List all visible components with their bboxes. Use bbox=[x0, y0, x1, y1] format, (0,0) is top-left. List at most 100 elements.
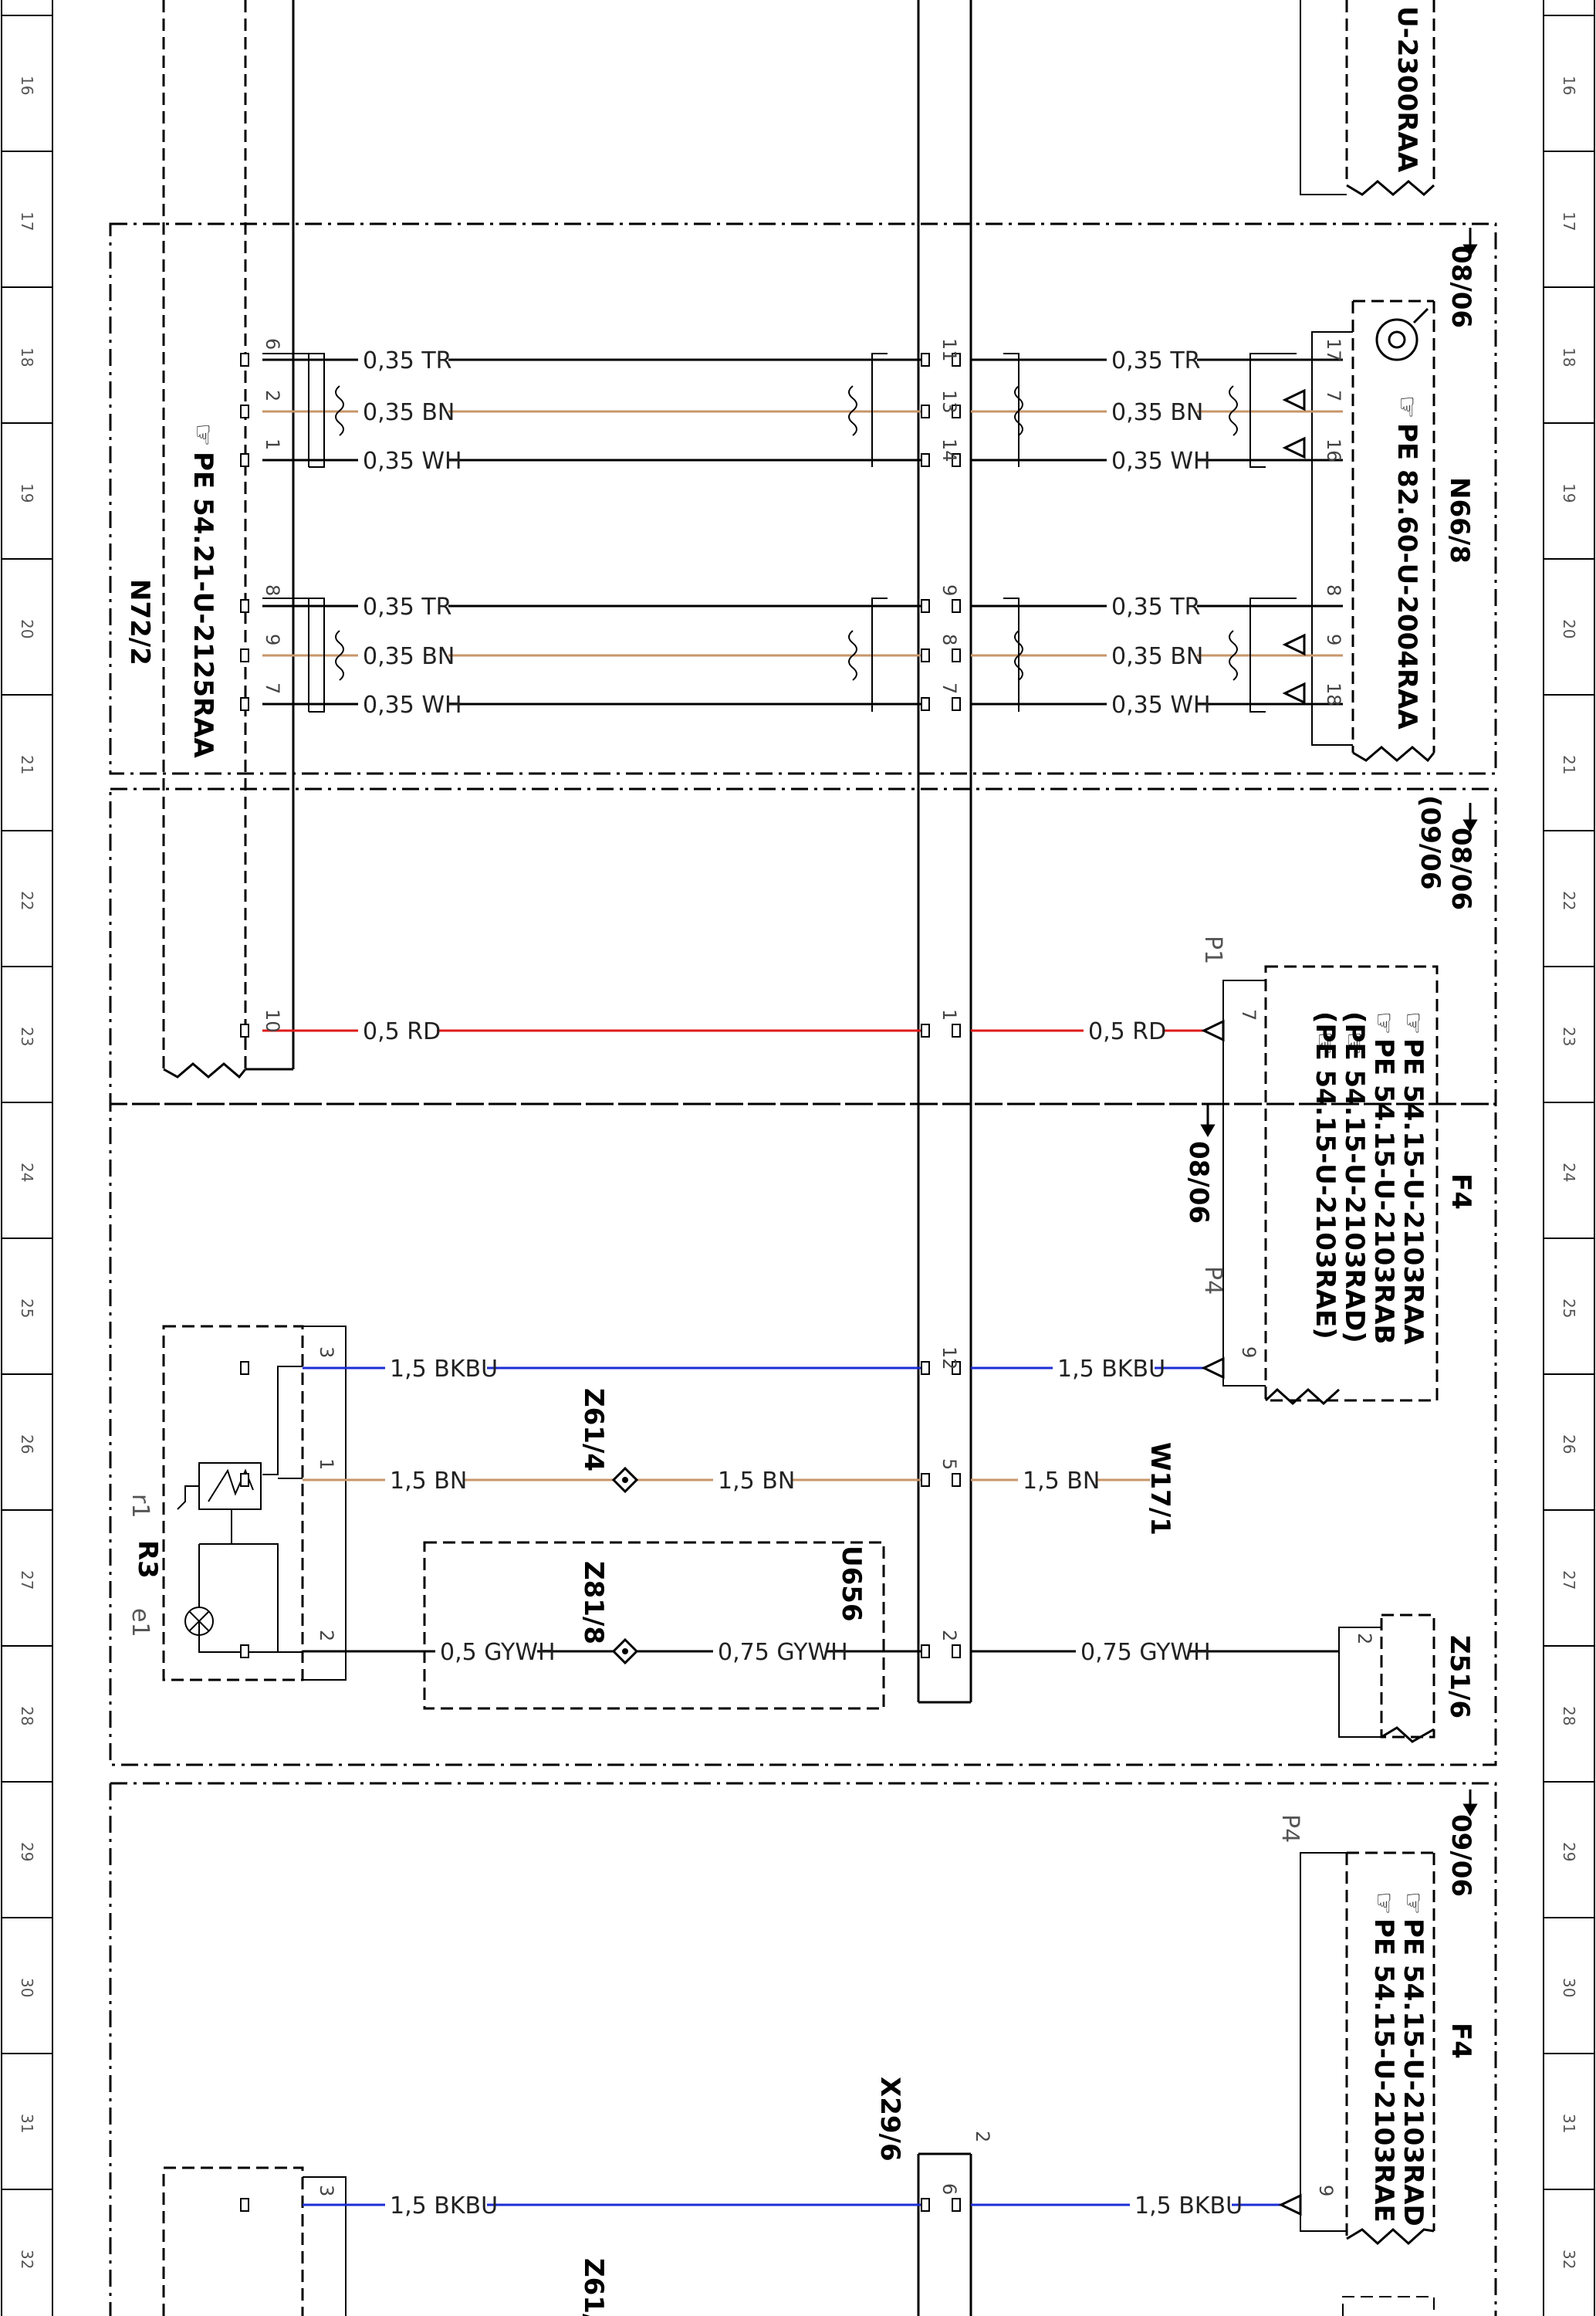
wire-label: 0,75 GYWH bbox=[1080, 1639, 1211, 1666]
right-ruler bbox=[1543, 0, 1595, 2316]
r3-label: R3 bbox=[132, 1540, 163, 1579]
f4-pe-2: PE 54.15-U-2103RAB bbox=[1368, 1038, 1399, 1344]
ruler-tick-label: 26 bbox=[1560, 1434, 1578, 1454]
ruler-tick-label: 17 bbox=[1560, 212, 1578, 231]
splice-icons bbox=[611, 1466, 639, 1665]
z51-6-label: Z51/6 bbox=[1444, 1635, 1475, 1718]
pin-number: 16 bbox=[1323, 438, 1344, 462]
section-boxes bbox=[109, 222, 1497, 2316]
hand-pointer-icon: ☞ bbox=[1368, 1011, 1399, 1034]
u656-module bbox=[423, 1541, 885, 1710]
z61-4-label: Z61/4 bbox=[578, 1388, 609, 1471]
n66-8-pe: PE 82.60-U-2004RAA bbox=[1391, 423, 1422, 730]
wire-label: 0,5 RD bbox=[1088, 1018, 1166, 1045]
ruler-tick-label: 25 bbox=[18, 1299, 36, 1318]
pin-terminal bbox=[952, 648, 961, 662]
ruler-tick-label: 28 bbox=[1560, 1706, 1578, 1725]
pin-terminal bbox=[921, 1644, 930, 1658]
pin-number: 1 bbox=[938, 1009, 960, 1021]
wire-label: 0,35 TR bbox=[1111, 594, 1201, 621]
z81-8-label: Z81/8 bbox=[578, 1561, 609, 1644]
ruler-tick-label: 29 bbox=[1560, 1842, 1578, 1861]
wire-label: 0,35 WH bbox=[363, 692, 462, 719]
p4b-label: P4 bbox=[1276, 1814, 1304, 1843]
ruler-tick-label: 18 bbox=[18, 347, 36, 367]
pin-terminal bbox=[952, 405, 961, 418]
pin-number: 3 bbox=[316, 1346, 337, 1358]
p4-label: P4 bbox=[1199, 1266, 1226, 1295]
f4-pe-4: (PE 54.15-U-2103RAE) bbox=[1310, 1011, 1341, 1339]
n72-2-module bbox=[162, 0, 295, 1079]
pin-terminal bbox=[952, 1644, 961, 1658]
ruler-tick-label: 32 bbox=[1560, 2250, 1578, 2269]
pin-number: 10 bbox=[262, 1009, 283, 1033]
pin-terminal bbox=[921, 697, 930, 711]
f4-upper-module bbox=[1222, 965, 1439, 1406]
ruler-tick-label: 16 bbox=[1560, 76, 1578, 95]
hand-pointer-icon: ☞ bbox=[1368, 1891, 1399, 1915]
hand-pointer-icon: ☞ bbox=[1391, 395, 1422, 418]
wire-label: 0,75 GYWH bbox=[718, 1639, 848, 1666]
pin-terminal bbox=[240, 453, 249, 467]
ruler-tick-label: 17 bbox=[18, 212, 36, 231]
pin-terminal bbox=[240, 1644, 249, 1658]
pin-number: 6 bbox=[938, 2183, 960, 2195]
x29-6-label: X29/6 bbox=[874, 2077, 905, 2162]
ruler-tick-label: 19 bbox=[18, 483, 36, 503]
wire-label: 1,5 BN bbox=[1023, 1468, 1100, 1495]
wire-label: 1,5 BKBU bbox=[390, 2192, 498, 2220]
wire-label: 0,35 WH bbox=[363, 448, 462, 475]
ruler-tick-label: 30 bbox=[18, 1978, 36, 1997]
n72-2-label: N72/2 bbox=[124, 579, 155, 665]
pin-terminal bbox=[952, 697, 961, 711]
pin-terminal bbox=[921, 599, 930, 613]
connector-strip bbox=[917, 0, 972, 2316]
wire-label: 0,35 TR bbox=[363, 347, 452, 374]
pin-terminal bbox=[240, 1024, 249, 1038]
r1-label: r1 bbox=[127, 1494, 154, 1518]
ruler-tick-label: 23 bbox=[18, 1027, 36, 1046]
date-1: 08/06 bbox=[1446, 245, 1476, 328]
pin-number: 6 bbox=[262, 338, 283, 350]
date-2: 08/06 bbox=[1446, 828, 1476, 910]
f4-label: F4 bbox=[1446, 1173, 1476, 1210]
pin-number: 8 bbox=[938, 634, 960, 645]
wire-label: 0,35 BN bbox=[363, 399, 455, 426]
f4b-pe-1: PE 54.15-U-2103RAD bbox=[1398, 1918, 1429, 2226]
f4-pe-1: PE 54.15-U-2103RAA bbox=[1398, 1038, 1429, 1345]
ruler-tick-label: 22 bbox=[1560, 891, 1578, 910]
ruler-tick-label: 24 bbox=[1560, 1163, 1578, 1182]
pin-terminal bbox=[240, 1473, 249, 1487]
pin-terminal bbox=[921, 2198, 930, 2212]
ruler-tick-label: 21 bbox=[1560, 755, 1578, 774]
ruler-tick-label: 25 bbox=[1560, 1299, 1578, 1318]
f4b-label: F4 bbox=[1446, 2023, 1476, 2059]
wire-label: 0,5 GYWH bbox=[440, 1639, 556, 1666]
wire-label: 1,5 BKBU bbox=[390, 1356, 498, 1383]
arrow-icons bbox=[1200, 228, 1478, 1817]
pin-terminal bbox=[921, 453, 930, 467]
pin-number: 2 bbox=[938, 1630, 960, 1641]
ruler-tick-label: 32 bbox=[18, 2250, 36, 2269]
pin-terminal bbox=[921, 1024, 930, 1038]
pin-terminal bbox=[921, 648, 930, 662]
date-4: 09/06 bbox=[1446, 1814, 1476, 1897]
pin-number: 2 bbox=[972, 2131, 993, 2142]
pin-number: 2 bbox=[262, 390, 283, 401]
pin-number: 9 bbox=[1238, 1346, 1260, 1358]
n66-8-module bbox=[1311, 300, 1435, 763]
u2300-module bbox=[1300, 0, 1435, 197]
lower-left-module bbox=[162, 2166, 1435, 2316]
e1-label: e1 bbox=[127, 1608, 154, 1637]
wire-label: 1,5 BKBU bbox=[1134, 2192, 1243, 2220]
hand-pointer-icon: ☞ bbox=[1398, 1011, 1429, 1034]
wire-label: 1,5 BKBU bbox=[1057, 1356, 1165, 1383]
pin-terminal bbox=[952, 599, 961, 613]
pin-number: 3 bbox=[316, 2185, 337, 2196]
ruler-tick-label: 30 bbox=[1560, 1978, 1578, 1997]
pin-number: 5 bbox=[938, 1458, 960, 1470]
wire-label: 1,5 BN bbox=[390, 1468, 467, 1495]
pin-number: 8 bbox=[1323, 584, 1344, 596]
ruler-tick-label: 31 bbox=[1560, 2114, 1578, 2133]
